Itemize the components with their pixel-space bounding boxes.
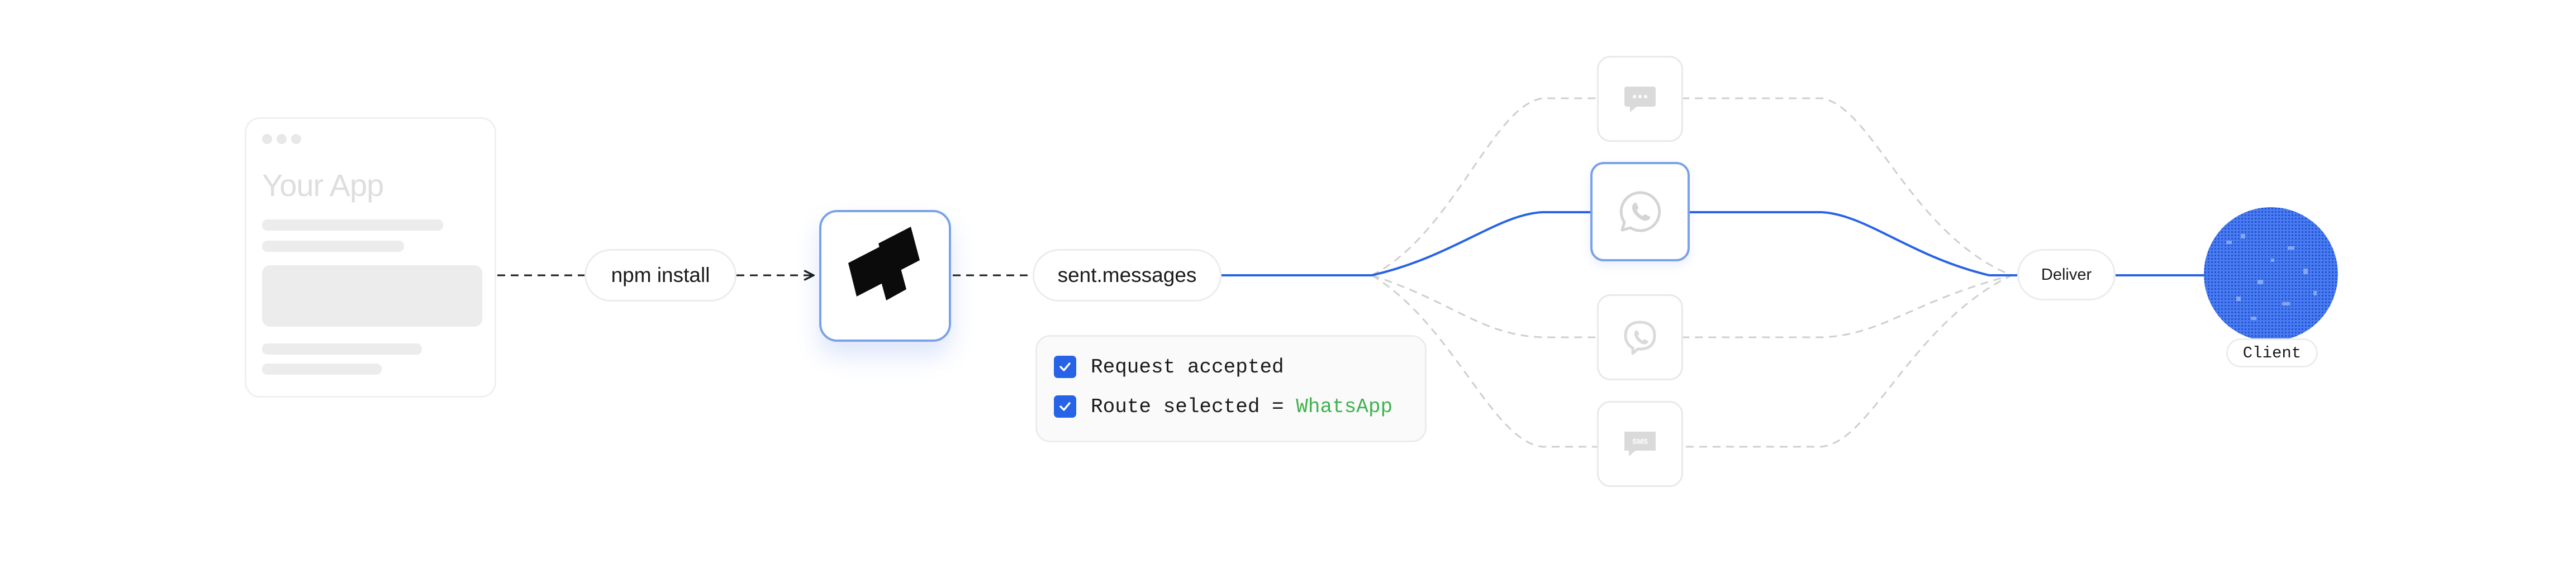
client-label-pill: Client [2226, 338, 2318, 367]
window-dot [262, 134, 272, 144]
channel-tile-sms[interactable]: SMS [1597, 401, 1683, 487]
selected-route-value: WhatsApp [1296, 395, 1393, 418]
placeholder-block [262, 265, 482, 327]
routing-status-panel: Request accepted Route selected = WhatsA… [1035, 335, 1427, 442]
client-label: Client [2242, 343, 2302, 362]
endpoint-label: sent.messages [1057, 264, 1197, 286]
check-icon [1054, 395, 1076, 418]
placeholder-line [262, 343, 422, 355]
status-text: Route selected = [1091, 395, 1296, 418]
product-logo-card [819, 210, 951, 342]
dashed-route-viber [1371, 274, 2012, 338]
chat-bubble-icon [1624, 87, 1656, 112]
viber-icon [1624, 321, 1656, 355]
channel-tile-viber[interactable] [1597, 294, 1683, 380]
window-dot [277, 134, 287, 144]
placeholder-line [262, 241, 404, 252]
your-app-window: Your App [245, 117, 496, 398]
status-text: Request accepted [1091, 355, 1284, 379]
deliver-pill: Deliver [2017, 249, 2116, 300]
sms-icon-text: SMS [1632, 437, 1648, 446]
status-item-route-selected: Route selected = WhatsApp [1054, 395, 1392, 418]
channel-tile-whatsapp[interactable] [1590, 162, 1690, 261]
endpoint-pill: sent.messages [1033, 249, 1222, 302]
placeholder-line [262, 219, 443, 231]
app-title: Your App [262, 168, 384, 203]
deliver-label: Deliver [2041, 265, 2092, 284]
npm-install-pill: npm install [584, 249, 736, 302]
dashed-route-sms [1371, 274, 2012, 448]
placeholder-line [262, 364, 382, 375]
check-icon [1054, 356, 1076, 378]
npm-install-label: npm install [611, 264, 710, 286]
window-dot [291, 134, 301, 144]
status-item-request-accepted: Request accepted [1054, 355, 1284, 379]
sms-icon: SMS [1624, 432, 1656, 456]
product-logo-icon [848, 227, 920, 300]
channel-tile-chat[interactable] [1597, 56, 1683, 142]
whatsapp-icon [1619, 191, 1661, 232]
client-globe-icon [2204, 207, 2338, 341]
